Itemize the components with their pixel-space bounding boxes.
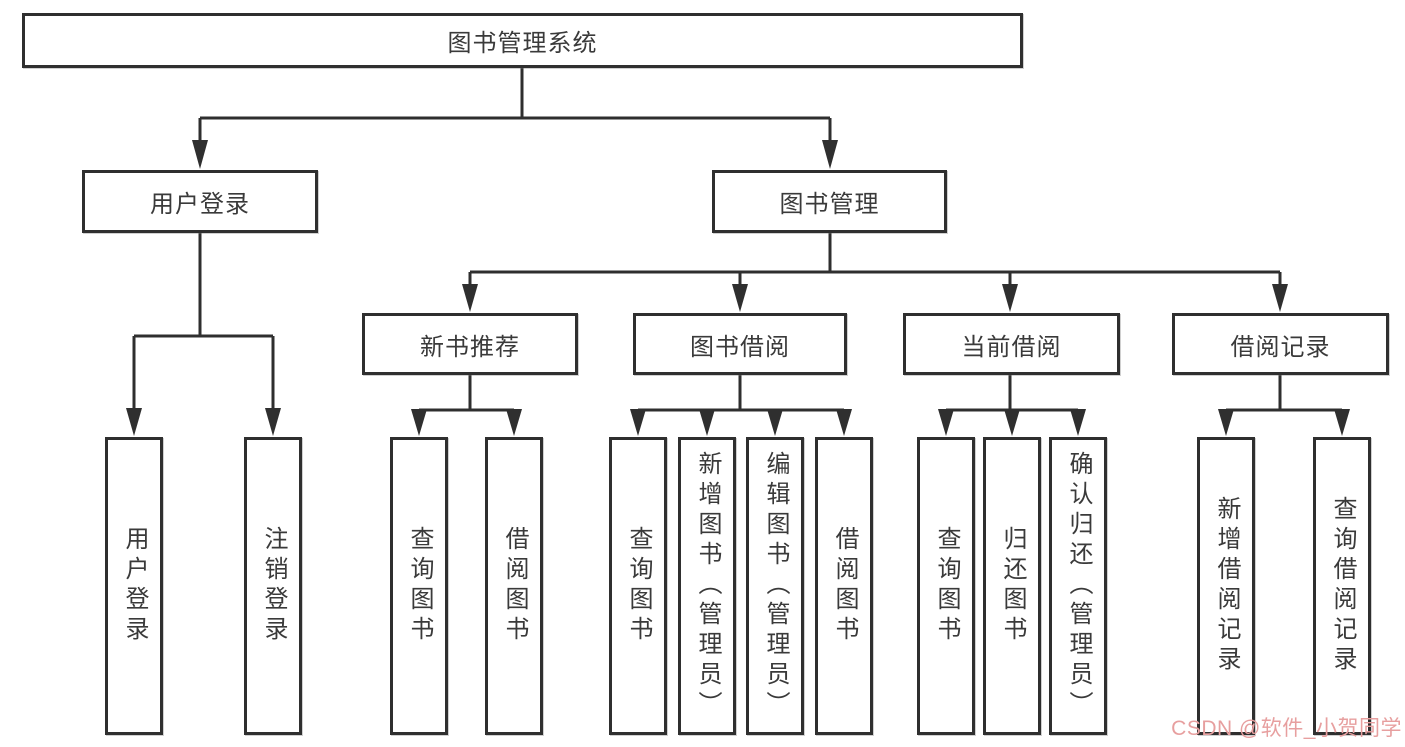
leaf-confirm-return-admin: 确认归还（管理员） xyxy=(1049,437,1107,735)
leaf-borrow-books-recommend: 借阅图书 xyxy=(485,437,543,735)
leaf-edit-book-admin: 编辑图书（管理员） xyxy=(746,437,804,735)
node-book-borrow: 图书借阅 xyxy=(633,313,847,375)
leaf-add-book-admin: 新增图书（管理员） xyxy=(678,437,736,735)
leaf-logout: 注销登录 xyxy=(244,437,302,735)
leaf-borrow-books-borrow: 借阅图书 xyxy=(815,437,873,735)
leaf-query-books-current: 查询图书 xyxy=(917,437,975,735)
leaf-add-borrow-record: 新增借阅记录 xyxy=(1197,437,1255,735)
node-user-login: 用户登录 xyxy=(82,170,318,233)
connector-edges xyxy=(132,68,1342,412)
node-book-management-system: 图书管理系统 xyxy=(22,13,1023,68)
leaf-query-books-recommend: 查询图书 xyxy=(390,437,448,735)
leaf-query-books-borrow: 查询图书 xyxy=(609,437,667,735)
leaf-query-borrow-record: 查询借阅记录 xyxy=(1313,437,1371,735)
leaf-user-login: 用户登录 xyxy=(105,437,163,735)
node-new-book-recommend: 新书推荐 xyxy=(362,313,578,375)
node-current-borrow: 当前借阅 xyxy=(903,313,1120,375)
arrowheads xyxy=(126,140,1350,436)
node-book-management: 图书管理 xyxy=(712,170,947,233)
leaf-return-book: 归还图书 xyxy=(983,437,1041,735)
csdn-watermark: CSDN @软件_小贺同学 xyxy=(1171,717,1402,740)
node-borrow-records: 借阅记录 xyxy=(1172,313,1389,375)
